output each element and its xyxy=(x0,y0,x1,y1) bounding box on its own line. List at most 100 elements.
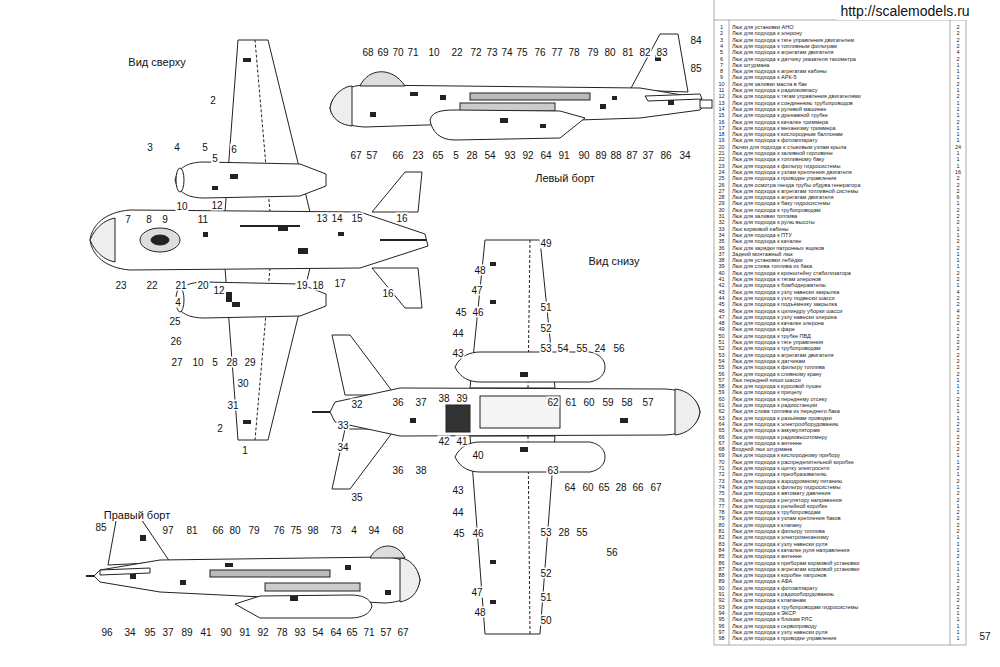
callout-number: 22 xyxy=(450,47,463,58)
callout-number: 56 xyxy=(605,547,618,558)
table-quantity: 1 xyxy=(951,389,965,395)
table-row-number: 60 xyxy=(715,396,728,402)
table-description: Люк для подхода к сервоприводу xyxy=(732,623,817,629)
callout-number: 12 xyxy=(212,285,225,296)
callout-number: 52 xyxy=(539,568,552,579)
table-row-number: 38 xyxy=(715,257,728,263)
table-quantity: 1 xyxy=(951,377,965,383)
table-description: Люк для подхода к тяге управления xyxy=(732,339,823,345)
hatch-mark xyxy=(203,232,208,237)
table-quantity: 2 xyxy=(951,497,965,503)
hatch-mark xyxy=(490,600,496,604)
table-description: Люк для подхода к фильтру гидросистемы xyxy=(732,163,840,169)
table-row-number: 62 xyxy=(715,408,728,414)
table-description: Люк для подхода к трубопроводам xyxy=(732,509,821,515)
table-row-number: 61 xyxy=(715,402,728,408)
table-quantity: 1 xyxy=(951,471,965,477)
callout-number: 48 xyxy=(473,265,486,276)
table-description: Люк для подхода к фотоаппарату xyxy=(732,137,817,143)
callout-number: 89 xyxy=(180,627,193,638)
callout-number: 24 xyxy=(593,343,606,354)
table-description: Люк передней ниши шасси xyxy=(732,377,801,383)
table-row-number: 28 xyxy=(715,194,728,200)
table-row-number: 5 xyxy=(715,49,728,55)
callout-number: 68 xyxy=(361,47,374,58)
callout-number: 85 xyxy=(94,522,107,533)
table-quantity: 1 xyxy=(951,484,965,490)
callout-number: 66 xyxy=(391,150,404,161)
table-description: Люк для подхода к переднему отсеку xyxy=(732,396,827,402)
table-description: Люк для зарядки патронных ящиков xyxy=(732,245,824,251)
table-row-number: 17 xyxy=(715,125,728,131)
table-description: Люк для подхода к разъёмам проводки xyxy=(732,415,832,421)
table-row-number: 78 xyxy=(715,509,728,515)
callout-number: 49 xyxy=(539,238,552,249)
callout-number: 32 xyxy=(350,399,363,410)
table-quantity: 2 xyxy=(951,585,965,591)
table-description: Люк для подхода к проводке управления xyxy=(732,175,836,181)
callout-number: 23 xyxy=(411,150,424,161)
table-row-number: 71 xyxy=(715,465,728,471)
callout-number: 10 xyxy=(191,357,204,368)
table-quantity: 1 xyxy=(951,232,965,238)
callout-number: 9 xyxy=(161,214,169,225)
table-quantity: 1 xyxy=(951,503,965,509)
table-description: Люк для подхода к узлу подвески шасси xyxy=(732,295,835,301)
callout-number: 61 xyxy=(564,397,577,408)
table-quantity: 1 xyxy=(951,125,965,131)
callout-number: 43 xyxy=(451,348,464,359)
table-row-number: 96 xyxy=(715,623,728,629)
table-description: Люк для подхода к радиокомпасу xyxy=(732,87,817,93)
table-row-number: 12 xyxy=(715,93,728,99)
table-quantity: 1 xyxy=(951,112,965,118)
table-description: Люк для подхода к релейной коробке xyxy=(732,503,827,509)
hatch-mark xyxy=(345,565,351,570)
callout-number: 54 xyxy=(483,150,496,161)
table-row-number: 73 xyxy=(715,478,728,484)
callout-number: 8 xyxy=(145,214,153,225)
table-row-number: 37 xyxy=(715,251,728,257)
table-description: Люк для подхода к тягам управления двига… xyxy=(732,93,861,99)
callout-number: 26 xyxy=(169,336,182,347)
table-row-number: 56 xyxy=(715,371,728,377)
table-description: Люк для подхода к рулевой машинке xyxy=(732,106,826,112)
callout-number: 55 xyxy=(575,343,588,354)
view-title: Правый борт xyxy=(102,509,172,521)
table-description: Люк для подхода к коробке патронов xyxy=(732,572,827,578)
table-row-number: 53 xyxy=(715,352,728,358)
table-description: Люк для подхода к распределительной коро… xyxy=(732,459,854,465)
table-row-number: 97 xyxy=(715,629,728,635)
table-description: Люк для осмотра гнезда трубы обдува гене… xyxy=(732,182,860,188)
table-description: Люк для подхода к курсовой пушке xyxy=(732,383,821,389)
table-row-number: 30 xyxy=(715,207,728,213)
table-description: Люк для подхода к датчику указателя тахо… xyxy=(732,56,856,62)
stabilizer xyxy=(332,335,395,395)
table-description: Люк для подхода к узлу навески элерона xyxy=(732,314,837,320)
table-quantity: 1 xyxy=(951,163,965,169)
table-row-number: 13 xyxy=(715,100,728,106)
callout-number: 98 xyxy=(306,525,319,536)
callout-number: 59 xyxy=(601,397,614,408)
table-quantity: 1 xyxy=(951,106,965,112)
callout-number: 3 xyxy=(146,142,154,153)
table-row-number: 50 xyxy=(715,333,728,339)
table-row-number: 89 xyxy=(715,578,728,584)
table-row-number: 57 xyxy=(715,377,728,383)
table-quantity: 2 xyxy=(951,276,965,282)
view-title: Левый борт xyxy=(533,172,597,184)
table-quantity: 2 xyxy=(951,440,965,446)
callout-number: 79 xyxy=(586,47,599,58)
callout-number: 40 xyxy=(471,450,484,461)
callout-number: 66 xyxy=(631,482,644,493)
table-row-number: 1 xyxy=(715,24,728,30)
table-quantity: 2 xyxy=(951,509,965,515)
callout-number: 92 xyxy=(521,150,534,161)
table-description: Люк для подхода к радиооборудованию xyxy=(732,591,834,597)
hatch-mark xyxy=(668,100,674,105)
table-row-number: 64 xyxy=(715,421,728,427)
callout-number: 90 xyxy=(577,150,590,161)
table-row-number: 41 xyxy=(715,276,728,282)
table-row-number: 54 xyxy=(715,358,728,364)
table-quantity: 2 xyxy=(951,345,965,351)
callout-number: 33 xyxy=(336,420,349,431)
